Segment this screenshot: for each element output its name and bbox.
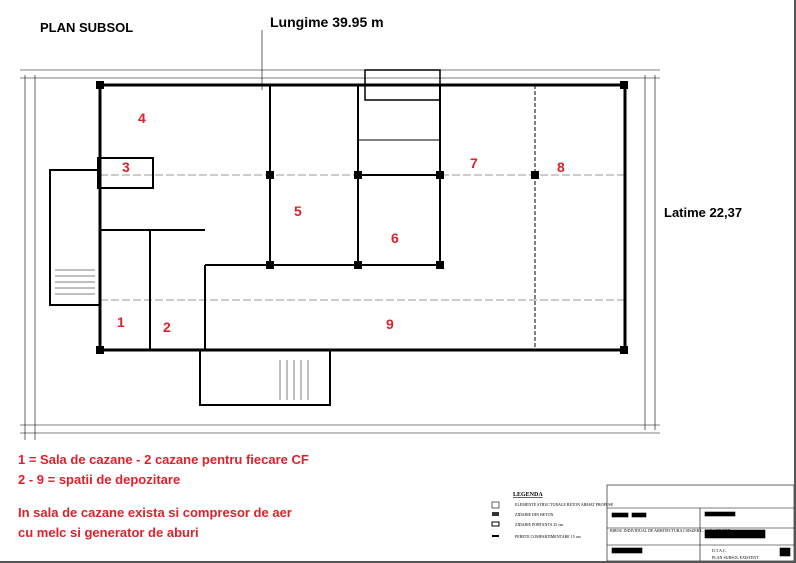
project-phase: D.T.A.C. (712, 548, 727, 553)
office-name: BIROU INDIVIDUAL DE ARHITECTURA CSISZER … (610, 528, 731, 533)
title-block: BIROU INDIVIDUAL DE ARHITECTURA CSISZER … (606, 484, 794, 561)
legend-item: ZIDARIE PORTANTA 25 cm (515, 522, 564, 527)
room-8: 8 (557, 159, 565, 175)
sheet-title: PLAN SUBSOL EXISTENT (712, 555, 759, 560)
legend: LEGENDA ELEMENTE STRUCTURALE BETON ARMAT… (491, 492, 614, 539)
legend-item: ELEMENTE STRUCTURALE BETON ARMAT PROPUSE (515, 502, 614, 507)
room-9: 9 (386, 316, 394, 332)
length-label: Lungime 39.95 m (270, 14, 384, 30)
columns (96, 81, 628, 354)
plan-title: PLAN SUBSOL (40, 20, 134, 35)
walls (49, 69, 627, 406)
room-7: 7 (470, 155, 478, 171)
room-5: 5 (294, 203, 302, 219)
room-3: 3 (122, 159, 130, 175)
note-line-2: 2 - 9 = spatii de depozitare (18, 472, 181, 487)
legend-item: ZIDARIE DIN BETON (515, 512, 553, 517)
stairs (55, 269, 309, 400)
note-line-3: In sala de cazane exista si compresor de… (18, 505, 292, 520)
note-line-4: cu melc si generator de aburi (18, 525, 199, 540)
room-2: 2 (163, 319, 171, 335)
legend-title: LEGENDA (513, 492, 543, 498)
dimension-lines (20, 30, 660, 440)
legend-item: PERETE COMPARTIMENTARE 15 cm (515, 534, 582, 539)
note-line-1: 1 = Sala de cazane - 2 cazane pentru fie… (18, 452, 309, 467)
room-6: 6 (391, 230, 399, 246)
room-4: 4 (138, 110, 146, 126)
room-1: 1 (117, 314, 125, 330)
width-label: Latime 22,37 (664, 205, 743, 220)
